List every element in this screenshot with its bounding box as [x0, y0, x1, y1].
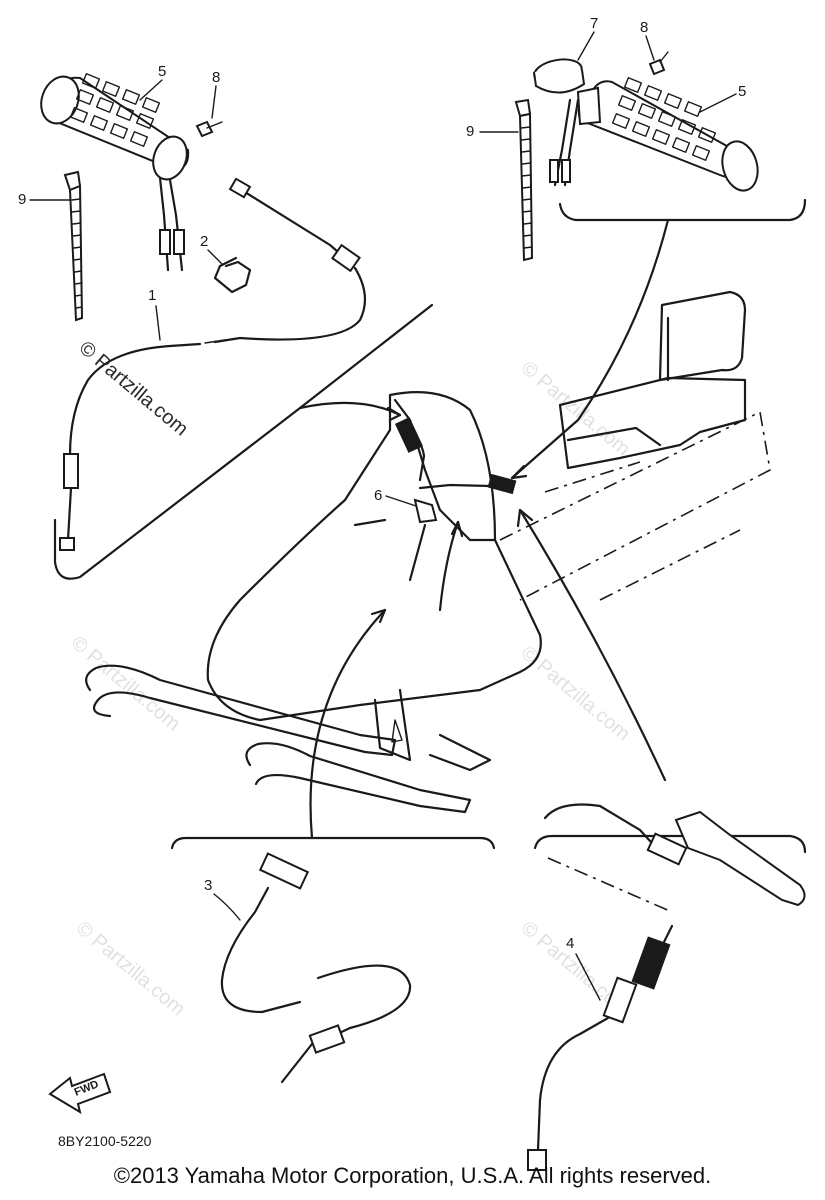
snowmobile-body: [85, 290, 771, 814]
brake-cable: [527, 924, 674, 1171]
right-cable-tie: [514, 98, 534, 262]
watermarks: © Partzilla.com © Partzilla.com © Partzi…: [67, 357, 634, 1020]
callout-3: 3: [204, 877, 212, 894]
watermark-3: © Partzilla.com: [517, 642, 634, 745]
choke-cable: [220, 852, 412, 1084]
choke-panel: [170, 608, 496, 1084]
callout-8-left: 8: [212, 69, 220, 86]
callout-2: 2: [200, 233, 208, 250]
ring: [533, 58, 586, 94]
right-panel-border: [558, 198, 807, 222]
left-cable-tie: [63, 170, 84, 322]
left-handlebar-panel: [40, 73, 434, 580]
handlebar-clamp: [413, 498, 438, 524]
brake-lever: [674, 810, 806, 907]
left-clip: [213, 256, 252, 294]
right-grip: [549, 77, 759, 192]
callouts: 1 2 3 4 5 5 6 7 8 8 9 9: [18, 15, 746, 1001]
callout-9-left: 9: [18, 191, 26, 208]
fwd-arrow: FWD: [48, 1072, 112, 1115]
callout-1: 1: [148, 287, 156, 304]
watermark-1: © Partzilla.com: [517, 357, 634, 460]
diagram-code: 8BY2100-5220: [58, 1133, 152, 1149]
throttle-cable: [59, 177, 367, 551]
right-bolt: [648, 58, 666, 76]
bottom-right-panel-border: [533, 834, 807, 854]
copyright-notice: ©2013 Yamaha Motor Corporation, U.S.A. A…: [113, 1163, 712, 1188]
right-handlebar-panel: [510, 51, 807, 480]
callout-9-right: 9: [466, 123, 474, 140]
left-panel-border: [53, 303, 434, 580]
callout-6: 6: [374, 487, 382, 504]
callout-5-left: 5: [158, 63, 166, 80]
brake-panel: [516, 508, 807, 1171]
left-grip: [40, 73, 190, 272]
bottom-left-panel-border: [170, 836, 496, 850]
callout-5-right: 5: [738, 83, 746, 100]
callout-8-right: 8: [640, 19, 648, 36]
watermark-4: © Partzilla.com: [72, 917, 189, 1020]
callout-4: 4: [566, 935, 574, 952]
watermark-2: © Partzilla.com: [67, 632, 184, 735]
left-bolt: [195, 120, 214, 138]
callout-7: 7: [590, 15, 598, 32]
